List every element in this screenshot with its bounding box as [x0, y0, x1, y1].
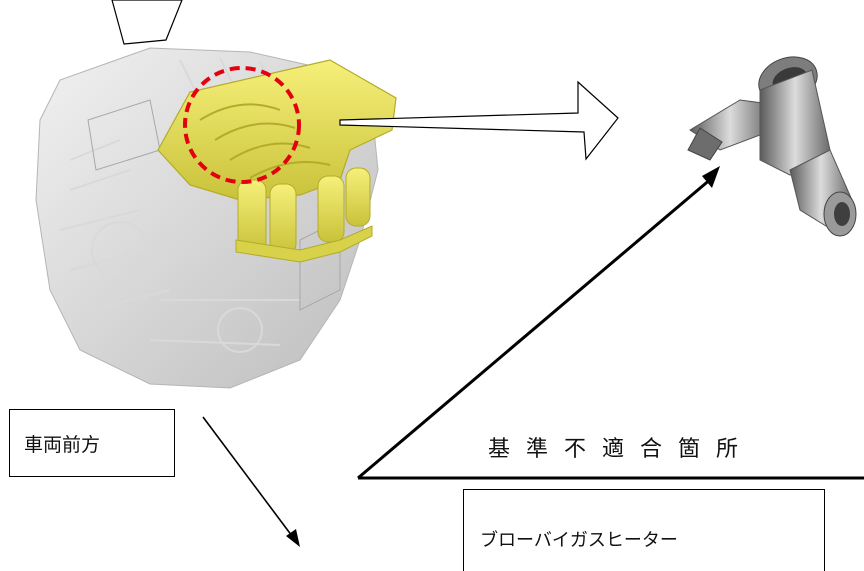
- vehicle-front-text: 車両前方: [24, 433, 101, 456]
- vehicle-front-arrowhead: [286, 529, 300, 547]
- blowby-gas-heater-illustration: [687, 56, 857, 237]
- part-name-text: ブローバイガスヒーター: [480, 530, 678, 551]
- view-direction-arrow: [111, 0, 183, 45]
- callout-arrow: [339, 80, 619, 161]
- nonconforming-location-label: 基準不適合箇所: [488, 437, 755, 462]
- part-name-label: ブローバイガスヒーター: [463, 489, 825, 571]
- intake-manifold: [157, 59, 397, 263]
- vehicle-front-arrow-line: [202, 416, 293, 537]
- leader-arrowhead: [702, 166, 720, 188]
- nonconformity-highlight-circle: [183, 66, 301, 184]
- vehicle-front-label: 車両前方: [9, 409, 175, 477]
- leader-line: [357, 176, 713, 480]
